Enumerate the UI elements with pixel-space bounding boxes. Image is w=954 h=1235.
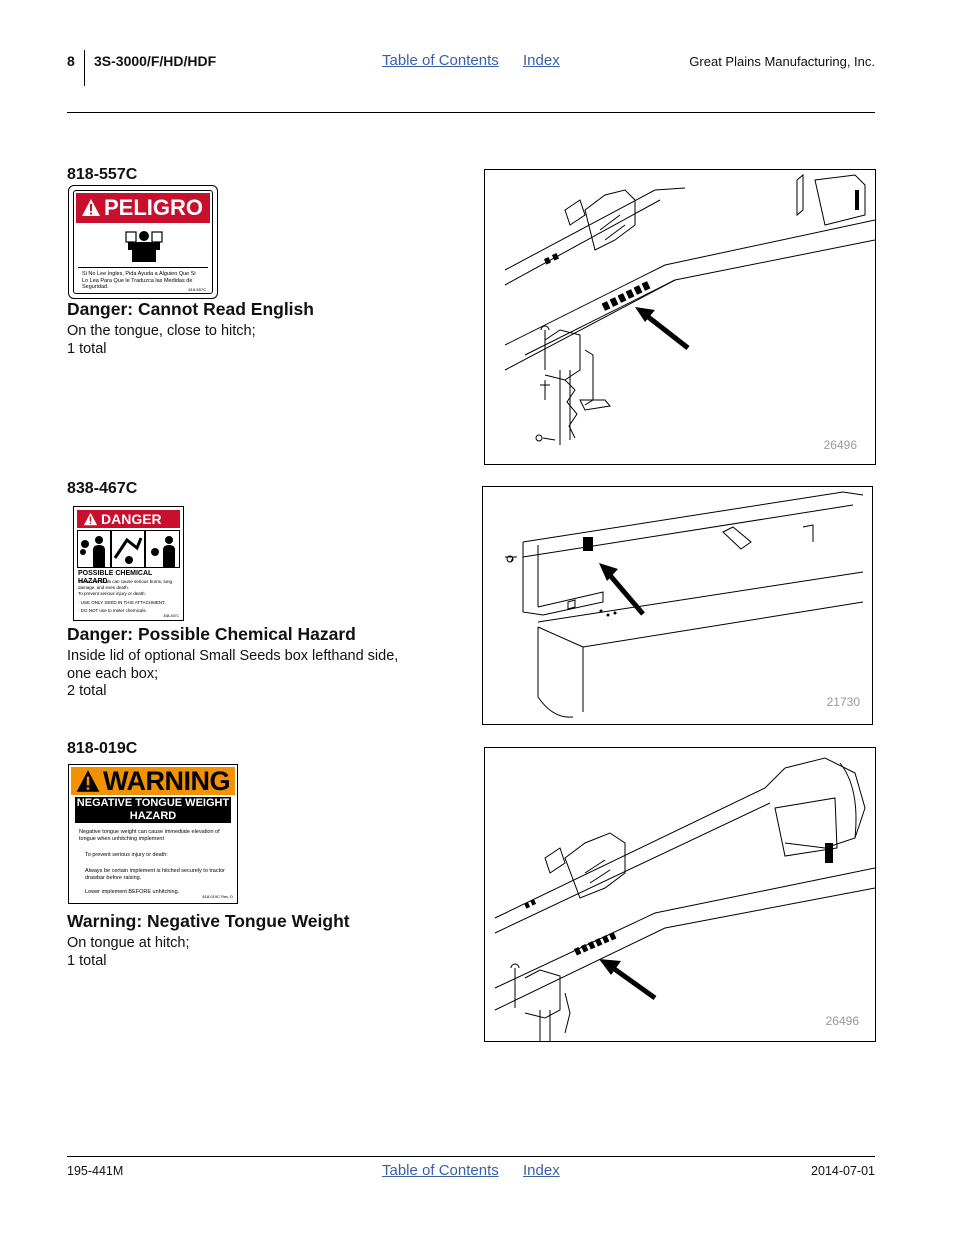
decal-3-title: Warning: Negative Tongue Weight [67,911,350,931]
danger-label-text3: · USE ONLY SEED IN THIS ATTACHMENT. [78,600,166,605]
decal-1-description: On the tongue, close to hitch; 1 total [67,323,256,357]
warning-banner: WARNING [71,767,235,795]
warning-triangle-icon [83,512,98,526]
decal-2-title: Danger: Possible Chemical Hazard [67,624,356,644]
model-name: 3S-3000/F/HD/HDF [94,53,217,69]
index-link-footer[interactable]: Index [523,1162,560,1179]
peligro-label-code: 818-557C [188,287,206,292]
doc-number: 195-441M [67,1164,124,1178]
header-rule [67,112,875,113]
figure-tongue-hitch-1: 26496 [484,169,876,465]
footer-rule [67,1156,875,1157]
arrow-pointer-2 [606,571,645,616]
peligro-banner-text: PELIGRO [104,195,204,220]
warning-triangle-icon [82,199,100,216]
danger-label-heading: POSSIBLE CHEMICAL HAZARD [78,570,153,585]
decal-1-part-number: 818-557C [67,166,138,183]
warning-label-heading: NEGATIVE TONGUE WEIGHT HAZARD [75,797,231,823]
arrow-pointer-1 [645,314,690,350]
danger-banner-text: DANGER [101,511,162,527]
figure-3-number: 26496 [825,1014,859,1028]
index-link-header[interactable]: Index [523,52,560,69]
peligro-decal-image: PELIGRO Si No Lee Ingles, Pida Ayuda a A… [68,185,218,299]
company-name: Great Plains Manufacturing, Inc. [689,54,875,69]
tongue-hitch-illustration-2 [494,757,876,1041]
warning-banner-text: WARNING [103,766,231,796]
warning-decal-image: WARNING NEGATIVE TONGUE WEIGHT HAZARD Ne… [68,764,238,904]
warning-triangle-icon [76,770,100,792]
peligro-banner: PELIGRO [76,193,210,223]
peligro-label-text: Si No Lee Ingles, Pida Ayuda a Alguien Q… [82,271,196,290]
toc-link-header[interactable]: Table of Contents [382,52,499,69]
figure-seed-box: 21730 [482,486,873,725]
warning-label-text2: To prevent serious injury or death: [85,852,168,858]
figure-1-number: 26496 [823,438,857,452]
tongue-hitch-illustration [504,173,876,445]
danger-decal-image: DANGER POSSIBLE CHEMICAL HAZARD Some che… [73,506,184,621]
toc-link-footer[interactable]: Table of Contents [382,1162,499,1179]
decal-1-title: Danger: Cannot Read English [67,299,314,319]
person-reading-icon [125,231,163,262]
danger-label-text2: To prevent serious injury or death: [78,591,146,596]
decal-2-part-number: 838-467C [67,480,138,497]
warning-label-text4: Lower implement BEFORE unhitching. [85,889,180,895]
warning-label-text3: Always be certain implement is hitched s… [85,868,226,881]
danger-label-code: 838-467C [163,614,179,618]
header-divider [84,50,85,86]
danger-label-text1: Some chemicals can cause serious burns, … [78,579,173,590]
decal-2-description: Inside lid of optional Small Seeds box l… [67,648,399,699]
seed-box-illustration [505,491,864,718]
chemical-hazard-pictogram-icon [77,530,180,568]
figure-2-number: 21730 [826,695,860,709]
warning-label-text1: Negative tongue weight can cause immedia… [79,829,220,842]
figure-tongue-hitch-2: 26496 [484,747,876,1042]
page-number: 8 [67,53,75,69]
arrow-pointer-3 [611,965,657,1001]
decal-3-description: On tongue at hitch; 1 total [67,935,190,969]
publish-date: 2014-07-01 [811,1164,875,1178]
danger-label-text4: · DO NOT use to meter chemicals. [78,608,147,613]
danger-banner: DANGER [77,510,180,528]
warning-label-code: 818-019C Rev. D [202,894,233,899]
decal-3-part-number: 818-019C [67,740,138,757]
